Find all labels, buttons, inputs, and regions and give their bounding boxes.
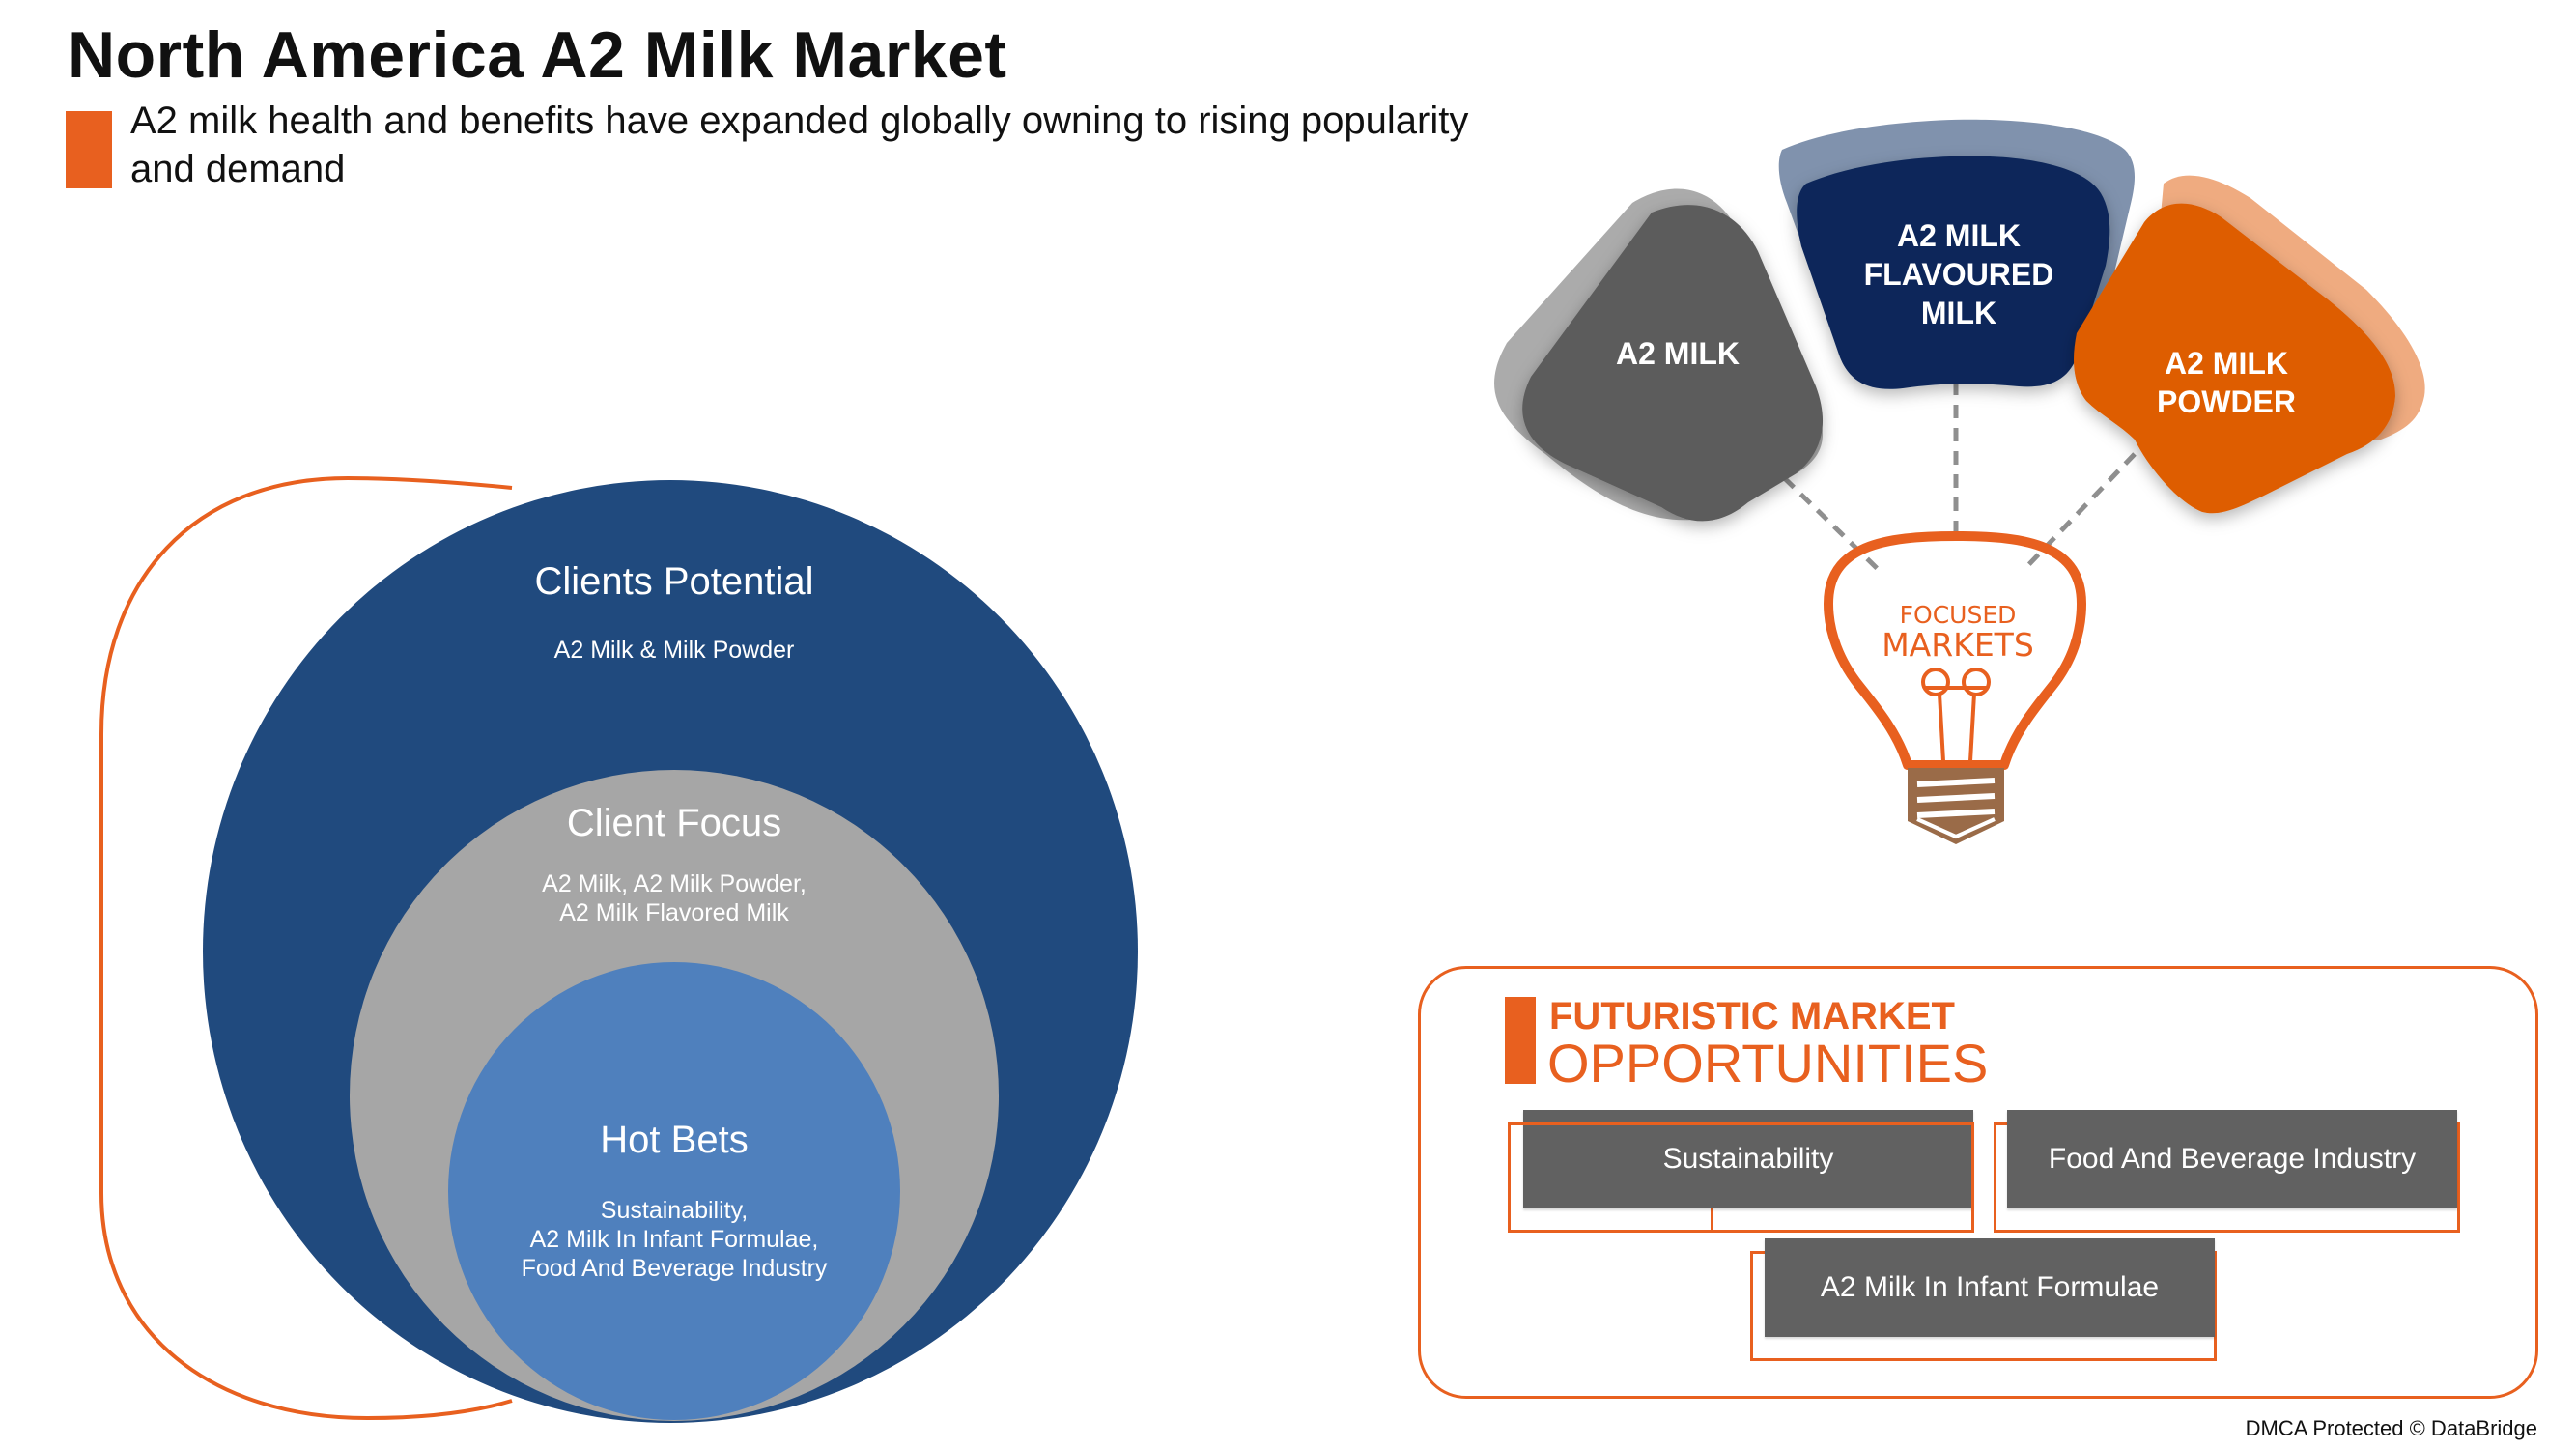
petal-line: A2 MILK: [2165, 346, 2288, 381]
opportunity-card-sustainability: Sustainability: [1523, 1110, 1973, 1208]
client-focus-body: A2 Milk, A2 Milk Powder, A2 Milk Flavore…: [542, 869, 807, 927]
petal-flavoured-label: A2 MILK FLAVOURED MILK: [1864, 216, 2054, 332]
hot-bets-title: Hot Bets: [600, 1119, 749, 1161]
petal-a2-milk-flavoured: [1778, 119, 2135, 389]
subtitle-accent-bar: [66, 111, 112, 188]
hot-bets-body: Sustainability, A2 Milk In Infant Formul…: [522, 1196, 828, 1283]
client-focus-line: A2 Milk, A2 Milk Powder,: [542, 870, 807, 897]
opportunities-panel: [1418, 966, 2538, 1399]
client-focus-line: A2 Milk Flavored Milk: [559, 899, 789, 926]
hot-bets-line: Sustainability,: [600, 1197, 749, 1224]
orange-outline-arc: [99, 475, 513, 1421]
petal-line: POWDER: [2157, 384, 2296, 419]
petal-line: FLAVOURED: [1863, 257, 2054, 292]
opportunities-title-line2: OPPORTUNITIES: [1547, 1033, 1989, 1094]
lightbulb-icon: [1824, 531, 2086, 844]
petal-a2-milk-powder: [2074, 175, 2425, 514]
petal-line: A2 MILK: [1896, 218, 2021, 253]
clients-potential-body: A2 Milk & Milk Powder: [553, 637, 795, 664]
inner-circle-hot-bets: [448, 962, 900, 1420]
hot-bets-line: Food And Beverage Industry: [521, 1255, 828, 1282]
clients-potential-title: Clients Potential: [534, 560, 814, 603]
page-subtitle: A2 milk health and benefits have expande…: [130, 99, 1469, 190]
petal-line: MILK: [1920, 296, 1997, 330]
petal-line: A2 MILK: [1616, 336, 1740, 371]
petal-a2-milk-label: A2 MILK: [1616, 334, 1740, 373]
dashed-connectors: [1766, 382, 2137, 572]
petal-powder-label: A2 MILK POWDER: [2157, 344, 2296, 421]
footer-copyright: DMCA Protected © DataBridge: [2245, 1416, 2537, 1440]
opportunities-title-line1: FUTURISTIC MARKET: [1549, 995, 1955, 1037]
hot-bets-line: A2 Milk In Infant Formulae,: [529, 1226, 819, 1253]
opportunity-card-food-beverage: Food And Beverage Industry: [2007, 1110, 2457, 1208]
opportunities-accent-bar: [1505, 997, 1536, 1084]
opportunity-card-infant-formulae: A2 Milk In Infant Formulae: [1765, 1238, 2215, 1337]
client-focus-title: Client Focus: [566, 802, 782, 844]
petal-a2-milk: [1494, 188, 1824, 522]
page-title: North America A2 Milk Market: [68, 18, 1007, 92]
bulb-label-markets: MARKETS: [1882, 626, 2034, 664]
bulb-label-focused: FOCUSED: [1899, 601, 2017, 629]
card-outline-sustainability: [1508, 1122, 1974, 1233]
